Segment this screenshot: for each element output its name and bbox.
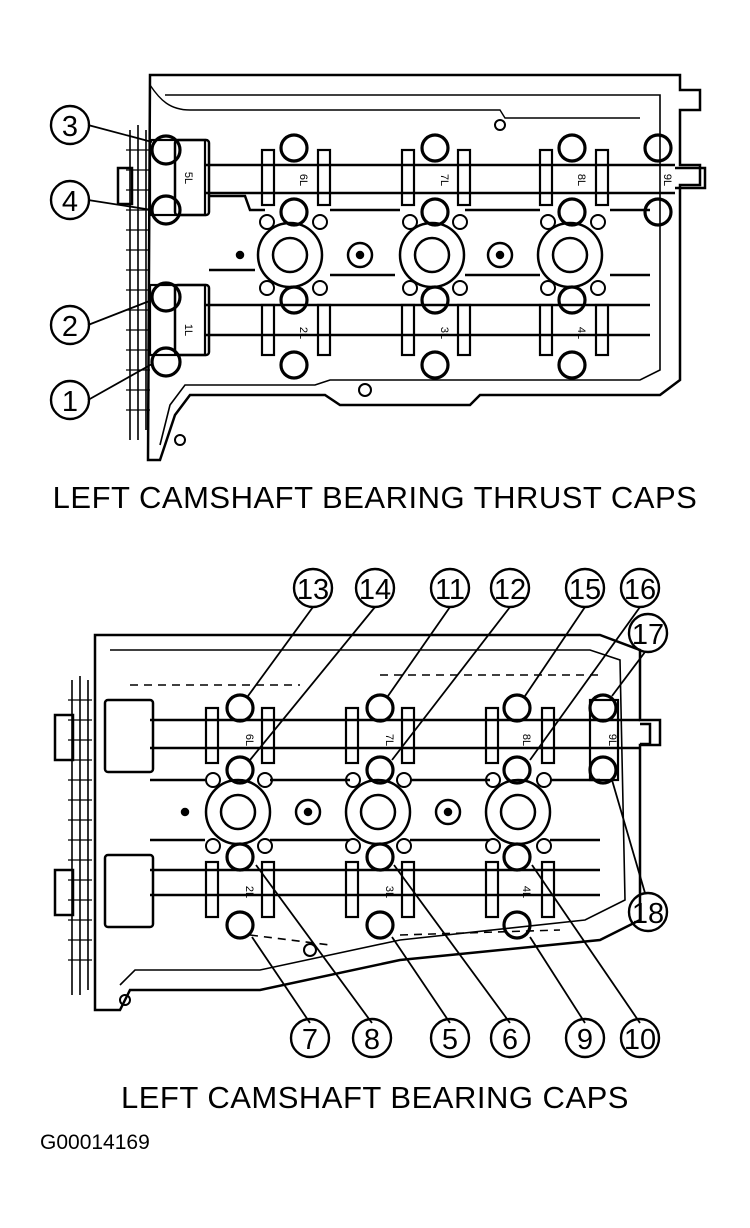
cap-label-8l: 8L [575, 174, 587, 186]
upper-camshaft-end [640, 722, 652, 746]
callout-3: 3 [62, 111, 78, 143]
cap-label-2l: 2L [297, 327, 309, 339]
bearing-caps-view [53, 567, 669, 1059]
bearing-cap-bodies [204, 698, 620, 919]
sprocket-hub [116, 166, 134, 206]
timing-chain-links [126, 149, 150, 411]
cap-label-9l: 9L [606, 734, 618, 746]
cap-label-9l: 9L [661, 174, 673, 186]
thrust-caps-view [49, 73, 707, 462]
callout-13: 13 [297, 574, 329, 606]
cap-label-6l: 6L [297, 174, 309, 186]
spark-plug-tubes [235, 221, 604, 289]
cap-label-1l: 1L [182, 324, 194, 336]
thrust-caps-caption: LEFT CAMSHAFT BEARING THRUST CAPS [52, 480, 698, 515]
cam-lobe [103, 853, 155, 929]
head-inner-step [149, 84, 640, 119]
cap-label-3l: 3L [383, 886, 395, 898]
top-view-labels: 3 4 2 1 5L 6L 7L 8L 9L 1L 2L 3L 4L [62, 111, 673, 418]
callout-5: 5 [442, 1024, 458, 1056]
bottom-view-labels: 13 14 11 12 15 16 17 18 7 8 5 6 9 10 [297, 574, 664, 1056]
bearing-cap-bodies [148, 138, 610, 357]
bearing-caps-caption: LEFT CAMSHAFT BEARING CAPS [121, 1080, 629, 1115]
callout-1: 1 [62, 386, 78, 418]
callout-circles [289, 567, 669, 1059]
callout-2: 2 [62, 311, 78, 343]
callout-10: 10 [624, 1024, 656, 1056]
callout-6: 6 [502, 1024, 518, 1056]
callout-8: 8 [364, 1024, 380, 1056]
cam-lobe [103, 698, 155, 774]
timing-chain-links [68, 699, 92, 961]
timing-chain [129, 125, 147, 440]
callout-16: 16 [624, 574, 656, 606]
cap-label-2l: 2L [243, 886, 255, 898]
head-outline [146, 73, 702, 462]
callout-7: 7 [302, 1024, 318, 1056]
callout-18: 18 [632, 898, 664, 930]
cap-label-5l: 5L [182, 172, 194, 184]
head-inner-outline [159, 94, 661, 446]
timing-chain [71, 676, 89, 995]
callout-14: 14 [359, 574, 391, 606]
leader-lines [247, 606, 646, 1024]
callout-15: 15 [569, 574, 601, 606]
callout-12: 12 [494, 574, 526, 606]
figure-id: G00014169 [40, 1131, 150, 1154]
cap-label-7l: 7L [438, 174, 450, 186]
callout-11: 11 [435, 574, 465, 606]
sprocket-hub [53, 713, 75, 762]
lower-camshaft [205, 303, 650, 337]
bottom-cap-labels: 6L 7L 8L 9L 2L 3L 4L [243, 734, 618, 898]
sprocket-hub [53, 868, 75, 917]
cap-label-4l: 4L [520, 886, 532, 898]
callout-4: 4 [62, 186, 78, 218]
cap-bolts [150, 133, 673, 380]
head-inner-outline [110, 649, 626, 986]
callout-9: 9 [577, 1024, 593, 1056]
upper-camshaft-end [675, 166, 707, 190]
spark-plug-tubes [180, 778, 552, 846]
cap-label-8l: 8L [520, 734, 532, 746]
callout-circles [49, 104, 91, 421]
tube-bolts [259, 214, 606, 296]
cap-label-4l: 4L [575, 327, 587, 339]
cap-bolts [225, 693, 618, 940]
cap-label-3l: 3L [438, 327, 450, 339]
callout-17: 17 [632, 619, 664, 651]
cap-label-7l: 7L [383, 734, 395, 746]
cap-label-6l: 6L [243, 734, 255, 746]
head-outline [93, 633, 662, 1012]
tube-bolts [205, 772, 552, 854]
leader-lines [87, 124, 153, 401]
head-dashed-edge [130, 674, 600, 946]
